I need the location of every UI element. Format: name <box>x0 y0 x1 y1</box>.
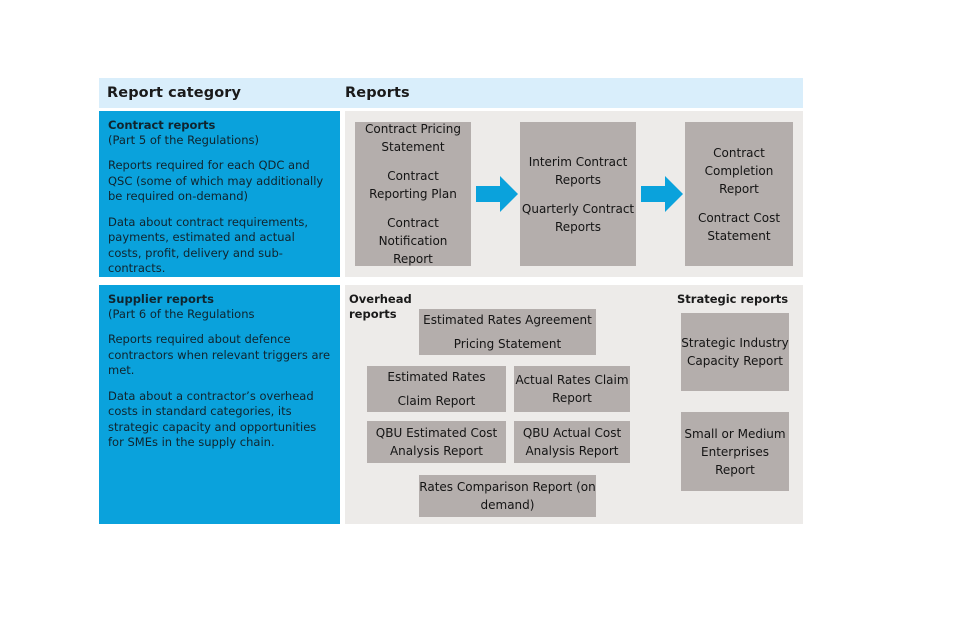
report-line: Reports <box>554 219 602 234</box>
report-line: Analysis Report <box>389 444 484 458</box>
report-line: Interim Contract <box>528 154 628 169</box>
category-cell-contract-reports: Contract reports (Part 5 of the Regulati… <box>99 111 340 277</box>
report-box-actual-rates-claim-report[interactable]: Actual Rates Claim Report <box>514 366 630 412</box>
arrow-right-icon-2 <box>641 174 683 214</box>
report-box-estimated-rates-claim-report[interactable]: Estimated Rates Claim Report <box>367 366 506 412</box>
category-paragraph-2-supplier-reports: Data about a contractor’s overhead costs… <box>108 388 317 450</box>
row-contract-reports: Contract reports (Part 5 of the Regulati… <box>99 111 803 277</box>
report-line: Report <box>719 181 759 196</box>
report-line: Reports <box>554 172 602 187</box>
report-box-contract-stage-1[interactable]: Contract Pricing Statement Contract Repo… <box>355 122 471 266</box>
reports-panel-supplier: Overhead reports Estimated Rates Agreeme… <box>345 285 803 524</box>
report-line: Statement <box>381 140 445 154</box>
report-line: Contract Cost <box>697 210 781 225</box>
category-paragraph-2-contract-reports: Data about contract requirements, paymen… <box>108 214 308 276</box>
report-line: Analysis Report <box>525 444 619 458</box>
report-line: Strategic Industry <box>681 336 789 350</box>
group-label-strategic-reports: Strategic reports <box>677 292 789 306</box>
category-title-supplier-reports: Supplier reports <box>108 292 214 306</box>
report-box-contract-stage-3[interactable]: Contract Completion Report Contract Cost… <box>685 122 793 266</box>
category-title-contract-reports: Contract reports <box>108 118 216 132</box>
report-line: Contract <box>387 169 439 183</box>
group-label-line-2: reports <box>349 306 397 321</box>
report-line: QBU Estimated Cost <box>375 426 498 440</box>
category-paragraph-1-contract-reports: Reports required for each QDC and QSC (s… <box>108 158 324 204</box>
category-cell-supplier-reports: Supplier reports (Part 6 of the Regulati… <box>99 285 340 524</box>
group-label-line-1: Overhead <box>349 292 412 306</box>
arrow-right-icon-1 <box>476 174 518 214</box>
report-line: Claim Report <box>397 394 476 408</box>
report-box-qbu-estimated-cost-analysis-report[interactable]: QBU Estimated Cost Analysis Report <box>367 421 506 463</box>
report-line: Report <box>393 252 433 266</box>
report-line: Report <box>552 391 592 405</box>
row-supplier-reports: Supplier reports (Part 6 of the Regulati… <box>99 285 803 524</box>
reports-framework-diagram: Report category Reports Contract reports… <box>99 78 803 524</box>
report-line: demand) <box>480 498 535 512</box>
category-subtitle-contract-reports: (Part 5 of the Regulations) <box>108 133 259 148</box>
report-line: Estimated Rates Agreement <box>423 313 592 327</box>
report-line: Contract <box>713 145 765 160</box>
report-line: Contract Pricing <box>365 122 461 136</box>
report-line: Statement <box>707 228 771 243</box>
report-line: Estimated Rates <box>387 370 486 384</box>
report-box-qbu-actual-cost-analysis-report[interactable]: QBU Actual Cost Analysis Report <box>514 421 630 463</box>
report-line: Actual Rates Claim <box>515 373 629 387</box>
report-line: Capacity Report <box>686 354 784 368</box>
report-box-strategic-industry-capacity-report[interactable]: Strategic Industry Capacity Report <box>681 313 789 391</box>
report-line: Notification <box>378 234 448 248</box>
report-line: Rates Comparison Report (on <box>419 480 596 494</box>
report-line: Quarterly Contract <box>521 201 635 216</box>
report-line: Small or Medium <box>684 426 786 441</box>
report-line: Pricing Statement <box>453 337 562 351</box>
report-line: Completion <box>704 163 774 178</box>
header-reports: Reports <box>345 85 410 101</box>
report-box-rates-comparison-report[interactable]: Rates Comparison Report (on demand) <box>419 475 596 517</box>
report-box-contract-stage-2[interactable]: Interim Contract Reports Quarterly Contr… <box>520 122 636 266</box>
report-line: Contract <box>387 216 439 230</box>
report-line: Reporting Plan <box>369 187 457 201</box>
header-report-category: Report category <box>107 85 242 101</box>
category-paragraph-1-supplier-reports: Reports required about defence contracto… <box>108 332 331 378</box>
report-box-estimated-rates-agreement-pricing-statement[interactable]: Estimated Rates Agreement Pricing Statem… <box>419 309 596 355</box>
reports-panel-contract: Contract Pricing Statement Contract Repo… <box>345 111 803 277</box>
diagram-header-band: Report category Reports <box>99 78 803 108</box>
category-subtitle-supplier-reports: (Part 6 of the Regulations <box>108 307 255 322</box>
report-line: Enterprises <box>701 444 769 459</box>
group-label-overhead-reports: Overhead reports <box>349 292 412 322</box>
report-line: Report <box>715 462 755 477</box>
report-line: QBU Actual Cost <box>522 426 622 440</box>
report-box-small-or-medium-enterprises-report[interactable]: Small or Medium Enterprises Report <box>681 412 789 491</box>
